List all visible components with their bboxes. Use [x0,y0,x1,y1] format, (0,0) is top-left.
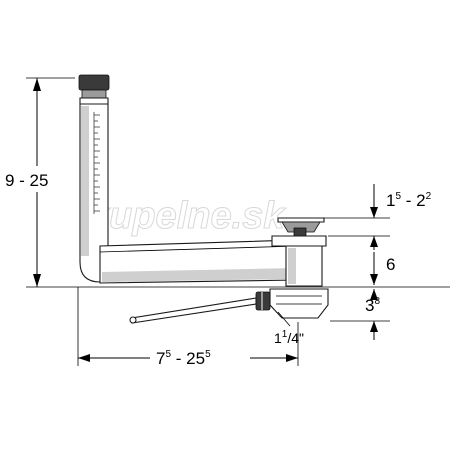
arrowhead-left [78,354,90,362]
label-mask [0,166,68,192]
thread-size-label: 11/4" [274,329,304,346]
dimension-width: 75 - 255 [77,287,299,368]
standpipe-collar [81,89,107,99]
standpipe-cap [78,74,110,91]
horizontal-drain-pipe [99,239,299,284]
arrowhead-middle-down [370,274,378,285]
standpipe-ring [79,97,109,105]
side-outlet-nut [255,291,271,311]
overflow-standpipe [78,74,110,283]
watermark: kupelne.sk [88,195,287,238]
plug-flange [277,217,325,223]
plug-cone [281,221,321,233]
top-offset-label: 15 - 22 [386,191,432,210]
leader-line [277,311,291,327]
thread-size-callout: 11/4" [274,311,304,346]
plug-stem [293,227,307,237]
watermark-text: kupelne.sk [88,195,286,237]
arrowhead-bottom-offset-up [370,321,378,332]
operating-rod [131,297,257,324]
label-mask [150,345,250,367]
arrowhead-bottom [33,274,41,287]
width-label: 75 - 255 [156,349,211,368]
rod-end [129,316,137,324]
body-upper-ring [271,235,327,247]
dimensions-right: 15 - 22 6 38 [324,184,432,340]
arrowhead-bottom-up [370,289,378,300]
arrowhead-top-offset-up [370,236,378,247]
bottom-label: 38 [365,296,380,315]
waste-fitting [129,217,329,324]
standpipe-shade [81,106,89,256]
drain-pipe-highlight [99,245,299,253]
standpipe-scale [93,112,100,214]
body-shade [288,248,296,284]
dimension-height-total: 9 - 25 [0,77,450,288]
arrowhead-top [33,78,41,91]
drain-pipe-shade [102,268,296,282]
body-lower-nut [269,288,329,319]
arrowhead-top-offset-down [370,207,378,218]
height-total-label: 9 - 25 [5,171,48,190]
middle-label: 6 [386,255,395,274]
arrowhead-right [286,354,298,362]
